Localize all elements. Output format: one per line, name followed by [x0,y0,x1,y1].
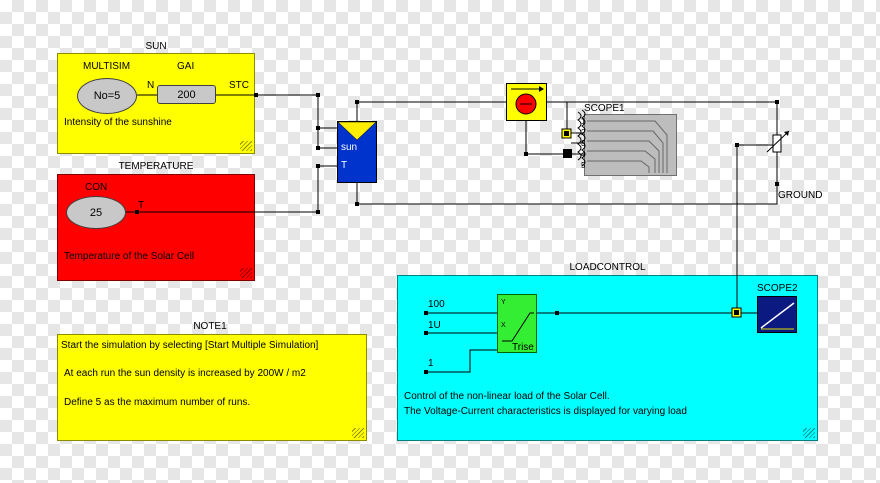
trise-ramp-icon: Y X [501,299,534,342]
constant-value: 25 [89,206,103,219]
gain-label: GAI [177,61,195,72]
gain-value: 200 [177,88,196,101]
ground-label: GROUND [778,190,823,201]
port-n-label: N [147,80,155,91]
loadcontrol-description-1: Control of the non-linear load of the So… [404,391,610,402]
variable-resistor-icon [766,130,790,153]
scope2-trace-icon [760,302,795,330]
multisim-label: MULTISIM [83,61,131,72]
scope2-block[interactable] [757,296,797,333]
current-probe-marker [563,149,572,158]
svg-text:Y: Y [501,299,506,306]
resize-handle[interactable] [352,428,364,438]
port-t-label: T [138,200,145,211]
svg-text:X: X [501,322,506,329]
multisim-block[interactable]: No=5 [77,78,137,114]
loadcontrol-description-2: The Voltage-Current characteristics is d… [404,406,687,417]
con-label: CON [85,182,108,193]
current-probe-block[interactable] [506,83,547,121]
loadcontrol-title: LOADCONTROL [569,262,646,273]
resize-handle[interactable] [803,428,815,438]
scope1-label: SCOPE1 [584,103,625,114]
note1-line-2: At each run the sun density is increased… [64,368,306,379]
scope1-traces-icon [587,120,668,173]
trise-block[interactable]: Y X [497,294,537,353]
temperature-description: Temperature of the Solar Cell [64,251,195,262]
sun-panel-title: SUN [145,41,167,52]
sun-description: Intensity of the sunshine [64,117,172,128]
scope1-block[interactable] [584,114,677,176]
resize-handle[interactable] [240,141,252,151]
input-1: 1 [428,358,434,369]
trise-label: Trise [512,342,534,353]
port-stc-label: STC [229,80,249,91]
note1-title: NOTE1 [193,321,227,332]
gain-block[interactable]: 200 [157,85,216,104]
note1-line-1: Start the simulation by selecting [Start… [61,340,319,351]
note1-line-3: Define 5 as the maximum number of runs. [64,397,251,408]
solar-cell-label: sun [341,142,358,153]
multisim-value: No=5 [93,90,121,102]
input-100: 100 [428,299,445,310]
sun-icon [338,122,376,141]
solar-cell-port-t: T [341,160,348,171]
resize-handle[interactable] [240,268,252,278]
temperature-panel-title: TEMPERATURE [118,161,194,172]
input-1u: 1U [428,320,441,331]
current-source-icon [511,86,544,115]
scope2-label: SCOPE2 [757,283,798,294]
scope1-port-5: 5 [581,161,586,170]
voltage-probe-marker [561,128,572,139]
note1-panel[interactable] [57,334,367,441]
constant-block[interactable]: 25 [66,196,126,229]
